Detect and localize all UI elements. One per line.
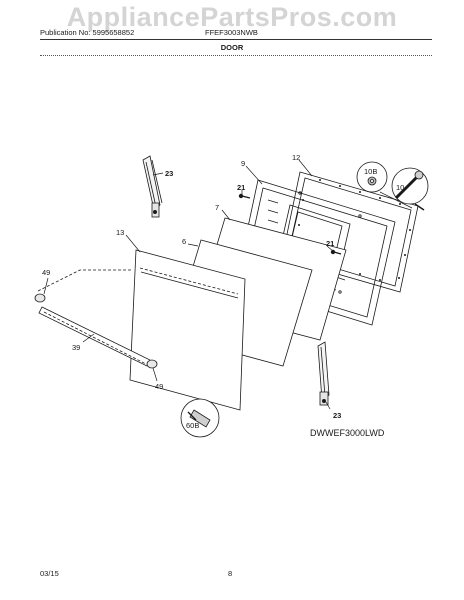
callout-21-upper: 21 (237, 183, 245, 192)
footer-page-number: 8 (228, 569, 233, 578)
callout-6: 6 (182, 237, 186, 246)
callout-10: 10 (396, 183, 404, 192)
detail-circle-rivet (180, 398, 220, 438)
diagram-code: DWWEF3000LWD (310, 428, 385, 438)
door-gasket (281, 171, 419, 293)
callout-12: 12 (292, 153, 300, 162)
callout-13: 13 (116, 228, 124, 237)
callout-9: 9 (241, 159, 245, 168)
upper-hinge (142, 155, 163, 218)
callout-39: 39 (72, 343, 80, 352)
leader-lines (43, 159, 413, 410)
lower-hinge (317, 341, 330, 406)
callout-23-upper: 23 (165, 169, 173, 178)
callout-21-lower: 21 (326, 239, 334, 248)
door-handle (37, 269, 151, 367)
header-rule (40, 39, 432, 40)
section-rule (40, 55, 432, 56)
screw-lower (330, 249, 342, 255)
outer-door-panel (129, 249, 246, 411)
callout-10b: 10B (364, 167, 377, 176)
section-title: DOOR (220, 43, 244, 52)
screw-upper (238, 193, 251, 199)
detail-circle-washer (356, 161, 388, 193)
publication-number: Publication No: 5995658852 (40, 28, 135, 37)
model-number: FFEF3003NWB (205, 28, 258, 37)
handle-end-cap-right (146, 359, 158, 369)
callout-60b: 60B (186, 421, 199, 430)
callout-23-lower: 23 (333, 411, 341, 420)
callout-7: 7 (215, 203, 219, 212)
callout-49-right: 49 (155, 382, 163, 391)
watermark: AppliancePartsPros.com (66, 2, 398, 32)
footer-date: 03/15 (40, 569, 59, 578)
detail-circle-screw (391, 167, 429, 211)
handle-end-cap-left (34, 293, 46, 303)
callout-49-left: 49 (42, 268, 50, 277)
